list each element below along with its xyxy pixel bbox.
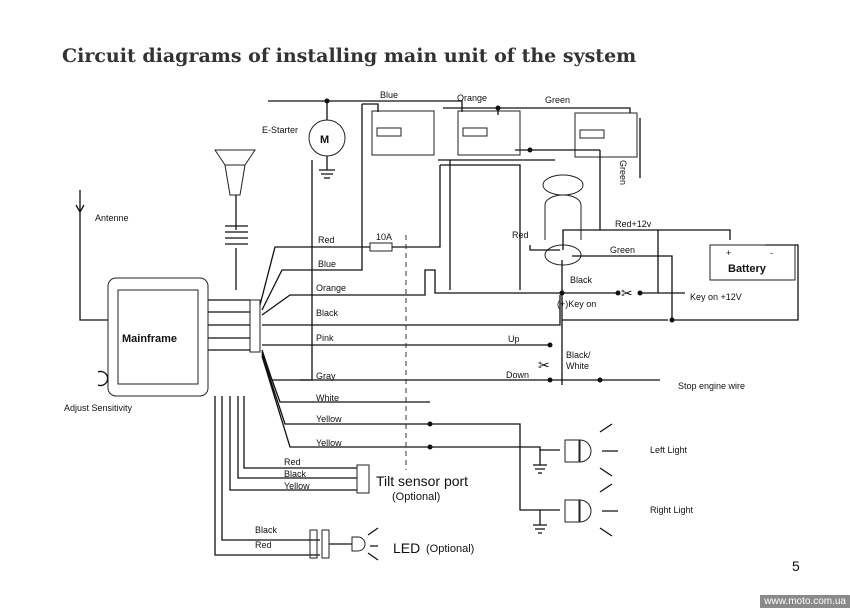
svg-text:Red+12v: Red+12v (615, 219, 652, 229)
svg-text:Orange: Orange (316, 283, 346, 293)
svg-text:Orange: Orange (457, 93, 487, 103)
svg-text:(Optional): (Optional) (392, 491, 440, 503)
e-starter-label: E-Starter (262, 125, 298, 135)
mainframe-label: Mainframe (122, 333, 177, 345)
svg-text:Red: Red (512, 230, 529, 240)
page-title: Circuit diagrams of installing main unit… (62, 45, 636, 67)
relay-green: Green (545, 95, 638, 158)
ignition-lock (542, 174, 584, 266)
svg-text:Left Light: Left Light (650, 445, 688, 455)
svg-text:Yellow: Yellow (316, 438, 342, 448)
svg-text:Gray: Gray (316, 371, 336, 381)
svg-text:Up: Up (508, 334, 520, 344)
svg-text:Stop engine wire: Stop engine wire (678, 381, 745, 391)
svg-text:10A: 10A (376, 232, 392, 242)
motor-icon (308, 119, 346, 157)
svg-text:Black: Black (316, 308, 339, 318)
svg-text:LED: LED (393, 540, 420, 556)
svg-text:-: - (770, 248, 773, 258)
svg-text:Key on +12V: Key on +12V (690, 292, 742, 302)
page-number: 5 (792, 558, 800, 574)
left-light (533, 423, 618, 477)
right-light (533, 483, 618, 537)
svg-text:Green: Green (545, 95, 570, 105)
svg-text:Black: Black (284, 469, 307, 479)
svg-text:Down: Down (506, 370, 529, 380)
svg-text:Tilt sensor port: Tilt sensor port (376, 473, 468, 489)
svg-text:Red: Red (284, 457, 301, 467)
svg-text:Yellow: Yellow (284, 481, 310, 491)
svg-text:Antenne: Antenne (95, 213, 129, 223)
svg-text:M: M (320, 134, 329, 146)
svg-text:Black: Black (570, 275, 593, 285)
svg-text:Yellow: Yellow (316, 414, 342, 424)
svg-text:White: White (316, 393, 339, 403)
cut-scissors-icon: ✂ (621, 285, 633, 301)
svg-text:Right Light: Right Light (650, 505, 694, 515)
svg-text:Green: Green (618, 160, 628, 185)
svg-text:(+)Key on: (+)Key on (557, 299, 596, 309)
svg-text:Blue: Blue (380, 90, 398, 100)
battery (709, 244, 796, 281)
cut-scissors-icon: ✂ (538, 357, 550, 373)
svg-text:(Optional): (Optional) (426, 543, 474, 555)
svg-text:Red: Red (318, 235, 335, 245)
relay-blue: Blue (371, 90, 435, 156)
led-icon (351, 536, 366, 552)
svg-text:Blue: Blue (318, 259, 336, 269)
tilt-sensor-port (356, 464, 370, 494)
watermark: www.moto.com.ua (760, 595, 850, 608)
svg-text:Black: Black (255, 525, 278, 535)
svg-text:Black/: Black/ (566, 350, 591, 360)
svg-text:Red: Red (255, 540, 272, 550)
svg-text:Green: Green (610, 245, 635, 255)
mainframe-unit (107, 277, 209, 397)
relay-orange: Orange (457, 93, 521, 156)
svg-text:Pink: Pink (316, 333, 334, 343)
svg-text:Battery: Battery (728, 263, 767, 275)
adjust-sensitivity-label: Adjust Sensitivity (64, 403, 133, 413)
svg-text:White: White (566, 361, 589, 371)
svg-text:+: + (726, 248, 731, 258)
fuse (369, 242, 393, 252)
